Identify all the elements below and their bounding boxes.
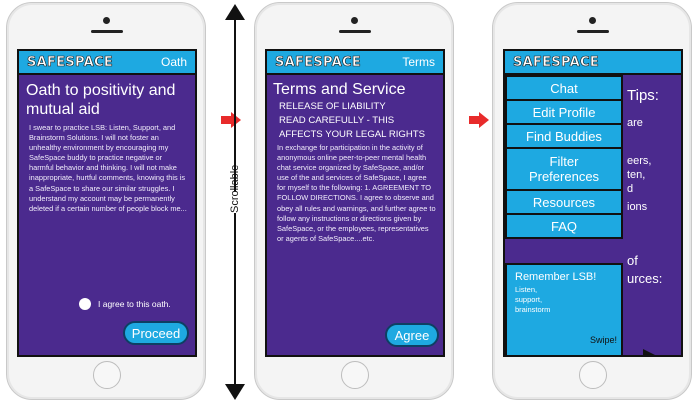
oath-heading: Oath to positivity and mutual aid	[26, 82, 176, 118]
background-text-fragment: urces:	[627, 271, 663, 286]
menu-item-resources[interactable]: Resources	[505, 189, 623, 215]
home-button[interactable]	[93, 361, 121, 389]
nav-menu: Chat Edit Profile Find Buddies Filter Pr…	[505, 75, 623, 239]
oath-body: I swear to practice LSB: Listen, Support…	[29, 123, 187, 213]
menu-item-chat[interactable]: Chat	[505, 75, 623, 101]
remember-support: support,	[515, 295, 543, 304]
liability-line: RELEASE OF LIABILITY	[279, 101, 386, 112]
camera-dot	[103, 17, 110, 24]
top-bar: SAFESPACE Terms	[267, 51, 443, 75]
read-carefully-line: READ CAREFULLY - THIS	[279, 115, 395, 126]
top-bar-label: Oath	[160, 55, 187, 69]
remember-listen: Listen,	[515, 285, 538, 294]
app-logo: SAFESPACE	[27, 54, 114, 70]
menu-item-find-buddies[interactable]: Find Buddies	[505, 123, 623, 149]
swipe-label: Swipe!	[589, 335, 617, 345]
terms-heading: Terms and Service	[273, 81, 406, 98]
scrollable-label: Scrollable	[229, 165, 241, 213]
app-logo: SAFESPACE	[275, 54, 362, 70]
menu-item-edit-profile[interactable]: Edit Profile	[505, 99, 623, 125]
phone-frame-oath: SAFESPACE Oath Oath to positivity and mu…	[6, 2, 206, 400]
agree-oath-label: I agree to this oath.	[98, 299, 171, 309]
remember-lsb-panel: Remember LSB! Listen, support, brainstor…	[505, 263, 623, 355]
background-text-fragment: ions	[627, 201, 648, 213]
speaker-slot	[91, 30, 123, 33]
menu-item-filter-preferences[interactable]: Filter Preferences	[505, 147, 623, 191]
oath-screen: SAFESPACE Oath Oath to positivity and mu…	[17, 49, 197, 357]
remember-lsb-title: Remember LSB!	[515, 271, 597, 283]
home-button[interactable]	[341, 361, 369, 389]
top-bar: SAFESPACE Oath	[19, 51, 195, 75]
speaker-slot	[339, 30, 371, 33]
home-button[interactable]	[579, 361, 607, 389]
remember-brainstorm: brainstorm	[515, 305, 551, 314]
background-text-fragment: eers,	[627, 155, 652, 167]
phone-frame-terms: SAFESPACE Terms Terms and Service RELEAS…	[254, 2, 454, 400]
terms-screen: SAFESPACE Terms Terms and Service RELEAS…	[265, 49, 445, 357]
menu-screen: SAFESPACE Tips: are eers, ten, d ions of…	[503, 49, 683, 357]
top-bar-label: Terms	[402, 55, 435, 69]
agree-radio[interactable]	[79, 298, 91, 310]
terms-body: In exchange for participation in the act…	[277, 143, 436, 243]
agree-oath-row[interactable]: I agree to this oath.	[79, 298, 171, 310]
camera-dot	[589, 17, 596, 24]
background-text-fragment: ten,	[627, 169, 646, 181]
red-arrow-right-icon	[469, 112, 489, 128]
background-text-fragment: d	[627, 183, 634, 195]
agree-button[interactable]: Agree	[385, 323, 439, 347]
proceed-button[interactable]: Proceed	[123, 321, 189, 345]
legal-rights-line: AFFECTS YOUR LEGAL RIGHTS	[279, 129, 426, 140]
top-bar: SAFESPACE	[505, 51, 681, 75]
app-logo: SAFESPACE	[513, 54, 600, 70]
tips-heading-fragment: Tips:	[627, 87, 659, 104]
phone-frame-menu: SAFESPACE Tips: are eers, ten, d ions of…	[492, 2, 692, 400]
camera-dot	[351, 17, 358, 24]
background-text-fragment: of	[627, 253, 638, 268]
menu-item-faq[interactable]: FAQ	[505, 213, 623, 239]
background-text-fragment: are	[627, 117, 643, 129]
swipe-arrow-icon[interactable]	[541, 349, 657, 357]
speaker-slot	[577, 30, 609, 33]
